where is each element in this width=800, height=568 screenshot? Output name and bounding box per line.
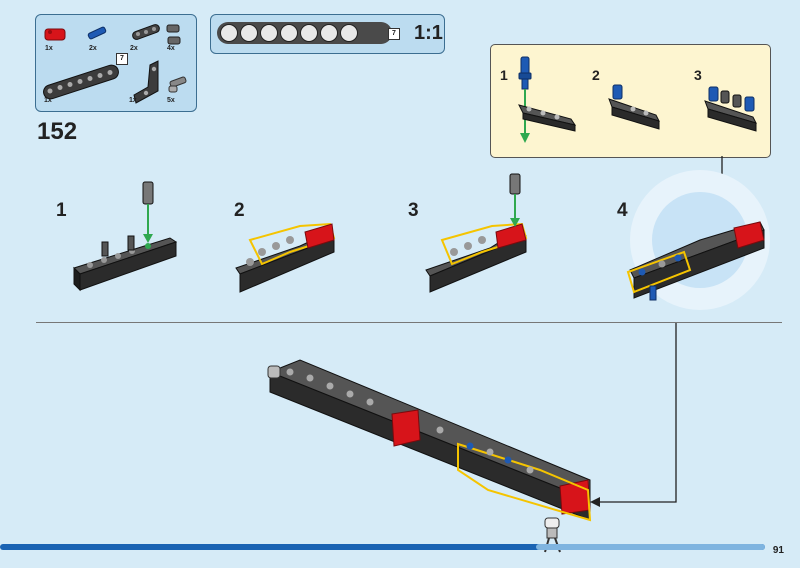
callout-illustration bbox=[518, 56, 757, 143]
substep-2-number: 2 bbox=[234, 200, 245, 221]
axle-pin-icon bbox=[168, 76, 187, 93]
substep-3-assembly bbox=[425, 173, 528, 293]
substep-1-assembly bbox=[73, 181, 178, 292]
blue-pin-icon bbox=[87, 26, 107, 40]
substep-3-number: 3 bbox=[408, 200, 419, 221]
axle-pin-qty: 5x bbox=[167, 97, 175, 104]
page-number: 91 bbox=[772, 545, 784, 556]
section-divider bbox=[36, 322, 782, 323]
step-number: 152 bbox=[37, 118, 78, 145]
parts-illustration bbox=[43, 24, 187, 104]
angle-beam-icon bbox=[133, 60, 159, 104]
beam-with-pin-icon bbox=[608, 84, 660, 130]
substep-1-number: 1 bbox=[56, 200, 67, 221]
beam-with-pins-icon bbox=[704, 86, 757, 132]
blue-pin-qty: 2x bbox=[89, 45, 97, 52]
progress-fill bbox=[535, 544, 765, 550]
angle-beam-qty: 1x bbox=[129, 97, 137, 104]
callout-step-3: 3 bbox=[694, 67, 702, 83]
beam-length-badge: 7 bbox=[116, 53, 128, 65]
callout-step-1: 1 bbox=[500, 67, 508, 83]
sub-assembly-callout: 1 2 3 bbox=[490, 44, 771, 158]
substep-4-assembly bbox=[626, 221, 765, 301]
pin-qty: 2x bbox=[130, 45, 138, 52]
small-pin-qty: 4x bbox=[167, 45, 175, 52]
callout-step-2: 2 bbox=[592, 67, 600, 83]
substep-2-assembly bbox=[235, 222, 336, 293]
final-assembly bbox=[267, 359, 592, 522]
scale-beam-icon bbox=[217, 22, 392, 44]
progress-bar bbox=[0, 544, 765, 550]
beam7-qty: 1x bbox=[44, 97, 52, 104]
scale-ratio: 1:1 bbox=[414, 22, 443, 44]
substep-4-number: 4 bbox=[617, 200, 628, 221]
beam-7-icon bbox=[43, 64, 119, 100]
parts-list-panel: 1x 2x 2x 4x 7 1x 1x 5x bbox=[35, 14, 197, 112]
arrow-head-icon bbox=[590, 497, 600, 507]
scale-length-badge: 7 bbox=[388, 28, 400, 40]
pin-icon bbox=[132, 24, 160, 40]
red-connector-icon bbox=[44, 28, 66, 41]
scale-ruler-panel: 7 1:1 bbox=[210, 14, 445, 54]
small-pin-icon bbox=[166, 24, 181, 45]
red-connector-qty: 1x bbox=[45, 45, 53, 52]
small-beam-icon bbox=[518, 104, 577, 132]
